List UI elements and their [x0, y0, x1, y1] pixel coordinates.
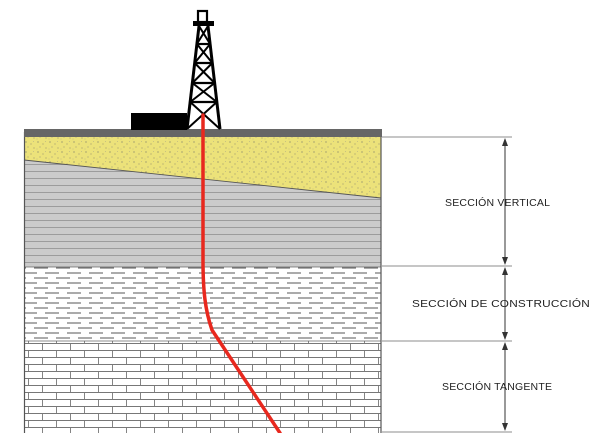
equipment-skid — [131, 113, 187, 130]
limestone-formation — [24, 341, 381, 433]
label-construction-section: SECCIÓN DE CONSTRUCCIÓN — [412, 297, 590, 310]
section-dimension-lines — [382, 136, 512, 433]
drilling-rig-icon — [185, 9, 222, 130]
label-tangent-section: SECCIÓN TANGENTE — [442, 380, 552, 393]
well-path — [201, 113, 282, 433]
label-vertical-section: SECCIÓN VERTICAL — [445, 196, 550, 209]
